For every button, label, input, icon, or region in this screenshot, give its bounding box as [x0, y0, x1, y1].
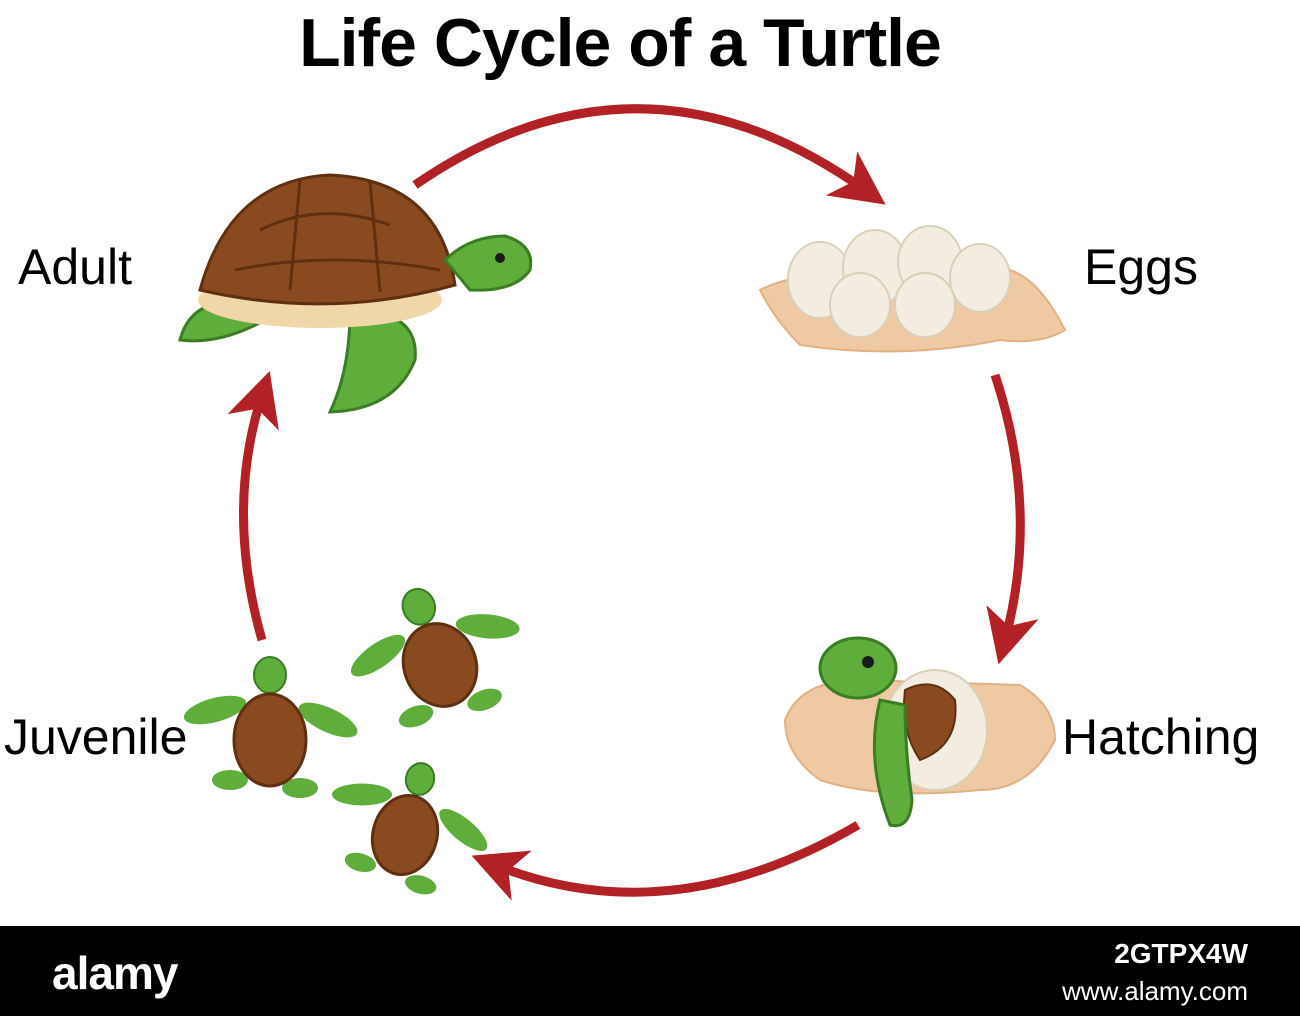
arrow-juvenile-to-adult	[227, 371, 279, 642]
arrow-adult-to-eggs	[412, 104, 886, 205]
juvenile-turtles-illustration	[183, 587, 520, 895]
watermark-footer: alamy 2GTPX4W www.alamy.com	[0, 926, 1300, 1016]
arrow-eggs-to-hatching	[986, 373, 1039, 665]
diagram-title: Life Cycle of a Turtle	[299, 5, 942, 81]
arrow-hatching-to-juvenile	[471, 821, 861, 901]
hatching-illustration	[783, 636, 1057, 828]
stage-label-adult: Adult	[18, 239, 132, 295]
turtle-life-cycle-diagram: Life Cycle of a Turtle	[4, 5, 1260, 901]
cycle-graphics	[178, 104, 1067, 901]
image-id: 2GTPX4W	[1114, 938, 1248, 969]
eggs-illustration	[758, 225, 1067, 353]
adult-turtle-illustration	[178, 173, 533, 414]
stage-label-juvenile: Juvenile	[4, 709, 188, 765]
site-url: www.alamy.com	[1062, 976, 1248, 1006]
stage-label-eggs: Eggs	[1084, 239, 1198, 295]
stage-label-hatching: Hatching	[1062, 709, 1260, 765]
brand-logo: alamy	[52, 947, 178, 999]
